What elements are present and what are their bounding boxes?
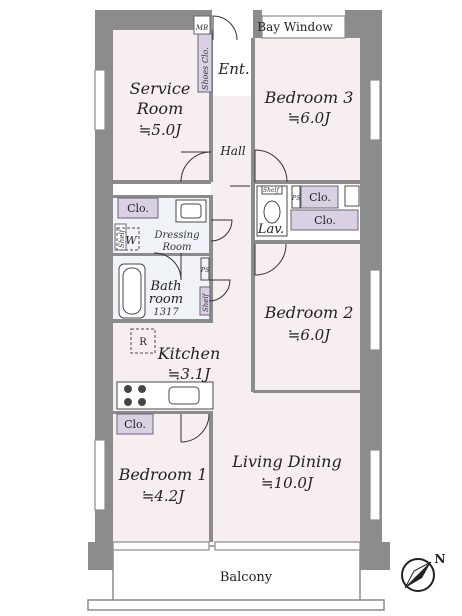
washer-label: W [125,234,138,247]
hall-label: Hall [219,144,245,158]
compass-north-label: N [435,552,446,566]
washbasin [175,199,207,223]
closet-label-bedroom3-a: Clo. [309,191,331,204]
ps-label-2: PS [200,267,209,274]
closet-label-service: Clo. [127,202,149,215]
closet-bedroom1 [116,413,154,435]
service-room-size: ≒5.0J [139,121,182,139]
mb-closet [193,15,211,35]
living-dining-size: ≒10.0J [261,474,314,492]
balcony-label: Balcony [220,570,273,585]
closet-bedroom3-a [300,185,339,209]
washer-space [116,227,140,251]
compass-icon: N [401,552,446,592]
bedroom3-label: Bedroom 3 [264,88,354,107]
mb-label: MB [195,24,208,32]
living-upper-floor [213,311,253,392]
kitchen-size: ≒3.1J [168,365,211,383]
bedroom1-size: ≒4.2J [142,487,185,505]
living-dining-floor [211,392,360,542]
hall-floor [211,96,253,311]
service-room-label-2: Room [136,99,183,118]
service-room-label-1: Service [130,79,191,98]
ps-duct-2 [200,257,210,281]
shoes-closet-label: Shoes Clo. [201,47,210,90]
living-dining-label: Living Dining [231,452,341,471]
fixtures [116,185,360,410]
refrigerator-label: R [139,337,147,348]
bedroom3-floor [253,38,360,182]
dressing-room-label-2: Room [161,242,191,253]
closets [114,15,359,435]
bathroom-label-1: Bath [150,279,182,294]
bathroom-label-2: room [149,292,183,307]
bedroom2-size: ≒6.0J [288,326,331,344]
bedroom1-label: Bedroom 1 [118,465,208,484]
closet-label-bedroom1: Clo. [124,418,146,431]
closet-label-bedroom3-b: Clo. [314,214,336,227]
shelf-label-dressing: Shelf [118,228,126,248]
ps-duct-3 [344,185,360,207]
shelf-label-toilet: Shelf [263,187,280,194]
windows [94,15,381,551]
bedroom2-floor [253,242,360,392]
bedroom2-label: Bedroom 2 [264,303,354,322]
dressing-room-label-1: Dressing [153,230,199,241]
bay-window-label: Bay Window [257,20,333,34]
bedroom3-size: ≒6.0J [288,109,331,127]
kitchen-label: Kitchen [157,344,221,363]
doors [153,15,288,443]
balcony [87,545,385,611]
bathtub [118,263,146,319]
lavatory-label: Lav. [257,222,284,237]
kitchen-counter [116,381,214,410]
entrance-label: Ent. [217,60,249,78]
bathroom-size: 1317 [153,307,179,318]
refrigerator-space [130,328,156,354]
closet-bedroom3-b [290,209,359,231]
shelf-label-bath: Shelf [202,292,210,312]
entrance-floor [213,40,251,96]
closet-service-room [117,197,159,219]
ps-label-1: PS [291,195,300,202]
ps-duct-1 [291,185,301,209]
